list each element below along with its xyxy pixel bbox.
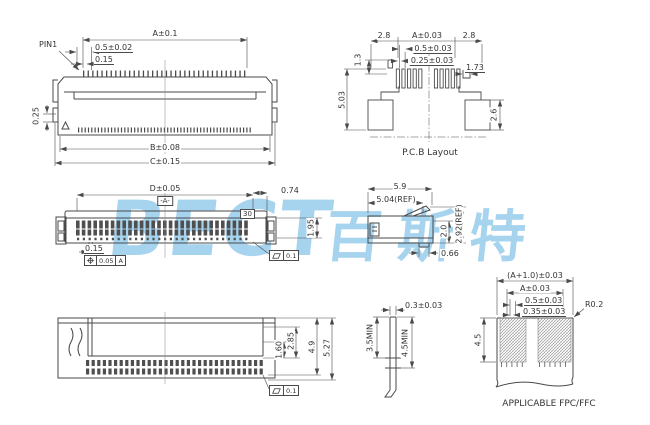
pcb-dim-pad-offset: 1.3: [353, 52, 363, 68]
front-dim-pin-width: 0.15: [94, 55, 114, 66]
top-dim-depth: 1.95: [306, 218, 316, 238]
bottom-dim-contact-depth: 1.60: [274, 340, 284, 360]
flatness-icon: [270, 386, 283, 395]
pcb-dim-pad-span: A±0.03: [411, 31, 443, 41]
pcb-dim-left-margin: 2.8: [376, 31, 392, 41]
pcb-dim-right-margin: 2.8: [461, 31, 477, 41]
side-dim-ref-height: 2.92(REF): [454, 203, 464, 245]
side-dim-ref-depth: 5.04(REF): [375, 195, 417, 205]
position-datum-ref: A: [115, 256, 124, 265]
pcb-layout-body: [367, 50, 491, 142]
fpc-view-body: [495, 317, 574, 388]
fpc-dim-conductor-span: A±0.03: [519, 284, 551, 294]
position-icon: [85, 256, 96, 265]
flatness-icon: [270, 251, 283, 260]
bottom-view-body: [57, 312, 276, 384]
pcb-dim-pad-width: 0.25±0.03: [409, 56, 455, 67]
fpc-edge-view-body: [384, 316, 401, 398]
edge-dim-thickness: 0.3±0.03: [404, 301, 444, 311]
front-view-body: [52, 60, 278, 154]
pcb-layout-dimensions: [344, 37, 504, 131]
bottom-flatness-tolerance-frame: 0.1: [269, 385, 300, 396]
fpc-view-title: APPLICABLE FPC/FFC: [501, 399, 597, 410]
side-dim-overall-depth: 5.9: [392, 182, 408, 192]
pcb-layout-title: P.C.B Layout: [401, 148, 459, 159]
bottom-flatness-value: 0.1: [283, 386, 298, 395]
top-dim-contact-span: D±0.05: [148, 184, 182, 194]
side-dim-foot-length: 0.66: [440, 249, 460, 259]
fpc-dim-insert-depth: 4.5: [473, 332, 483, 348]
top-pin-number: 30: [240, 209, 255, 219]
bottom-dim-body-depth: 4.9: [307, 339, 317, 355]
edge-dim-exposed-min: 3.5MIN: [365, 323, 375, 353]
top-view-dimensions: [76, 190, 322, 255]
pcb-dim-tab-width: 1.73: [465, 63, 485, 74]
fpc-dim-conductor-pitch: 0.5±0.03: [524, 296, 564, 307]
front-dim-body-width: B±0.08: [148, 143, 182, 153]
side-view-body: [367, 205, 434, 248]
fpc-corner-radius: R0.2: [584, 300, 605, 310]
pcb-dim-mount-pad-height: 2.6: [489, 107, 499, 123]
fpc-dim-conductor-width: 0.35±0.03: [522, 307, 567, 318]
front-dim-standoff: 0.25: [31, 106, 41, 126]
position-tolerance-value: 0.05: [96, 256, 115, 265]
bottom-dim-overall-depth: 5.27: [322, 338, 332, 358]
top-position-tolerance-frame: 0.05 A: [84, 255, 126, 266]
side-dim-body-height: 2.0: [439, 223, 449, 239]
top-dim-end-offset: 0.74: [280, 186, 300, 196]
top-datum-flag: -A-: [157, 196, 173, 206]
pcb-dim-pad-pitch: 0.5±0.03: [413, 44, 453, 55]
edge-dim-stiffener-min: 4.5MIN: [400, 328, 410, 358]
front-dim-top-width: A±0.1: [151, 29, 179, 39]
bottom-dim-slider-depth: 2.85: [286, 331, 296, 351]
front-pin1-label: PIN1: [38, 40, 59, 50]
bottom-view-dimensions: [262, 317, 336, 390]
fpc-edge-view-dimensions: [373, 306, 415, 369]
top-flatness-tolerance-frame: 0.1: [269, 250, 300, 261]
fpc-dim-overall-width: (A+1.0)±0.03: [506, 271, 564, 281]
pcb-dim-overall-depth: 5.03: [337, 90, 347, 110]
front-dim-pitch: 0.5±0.02: [94, 43, 134, 54]
top-dim-contact-width: 0.15: [84, 244, 104, 255]
top-flatness-value: 0.1: [283, 251, 298, 260]
front-dim-overall-width: C±0.15: [148, 157, 182, 167]
top-view-body: [55, 190, 277, 258]
